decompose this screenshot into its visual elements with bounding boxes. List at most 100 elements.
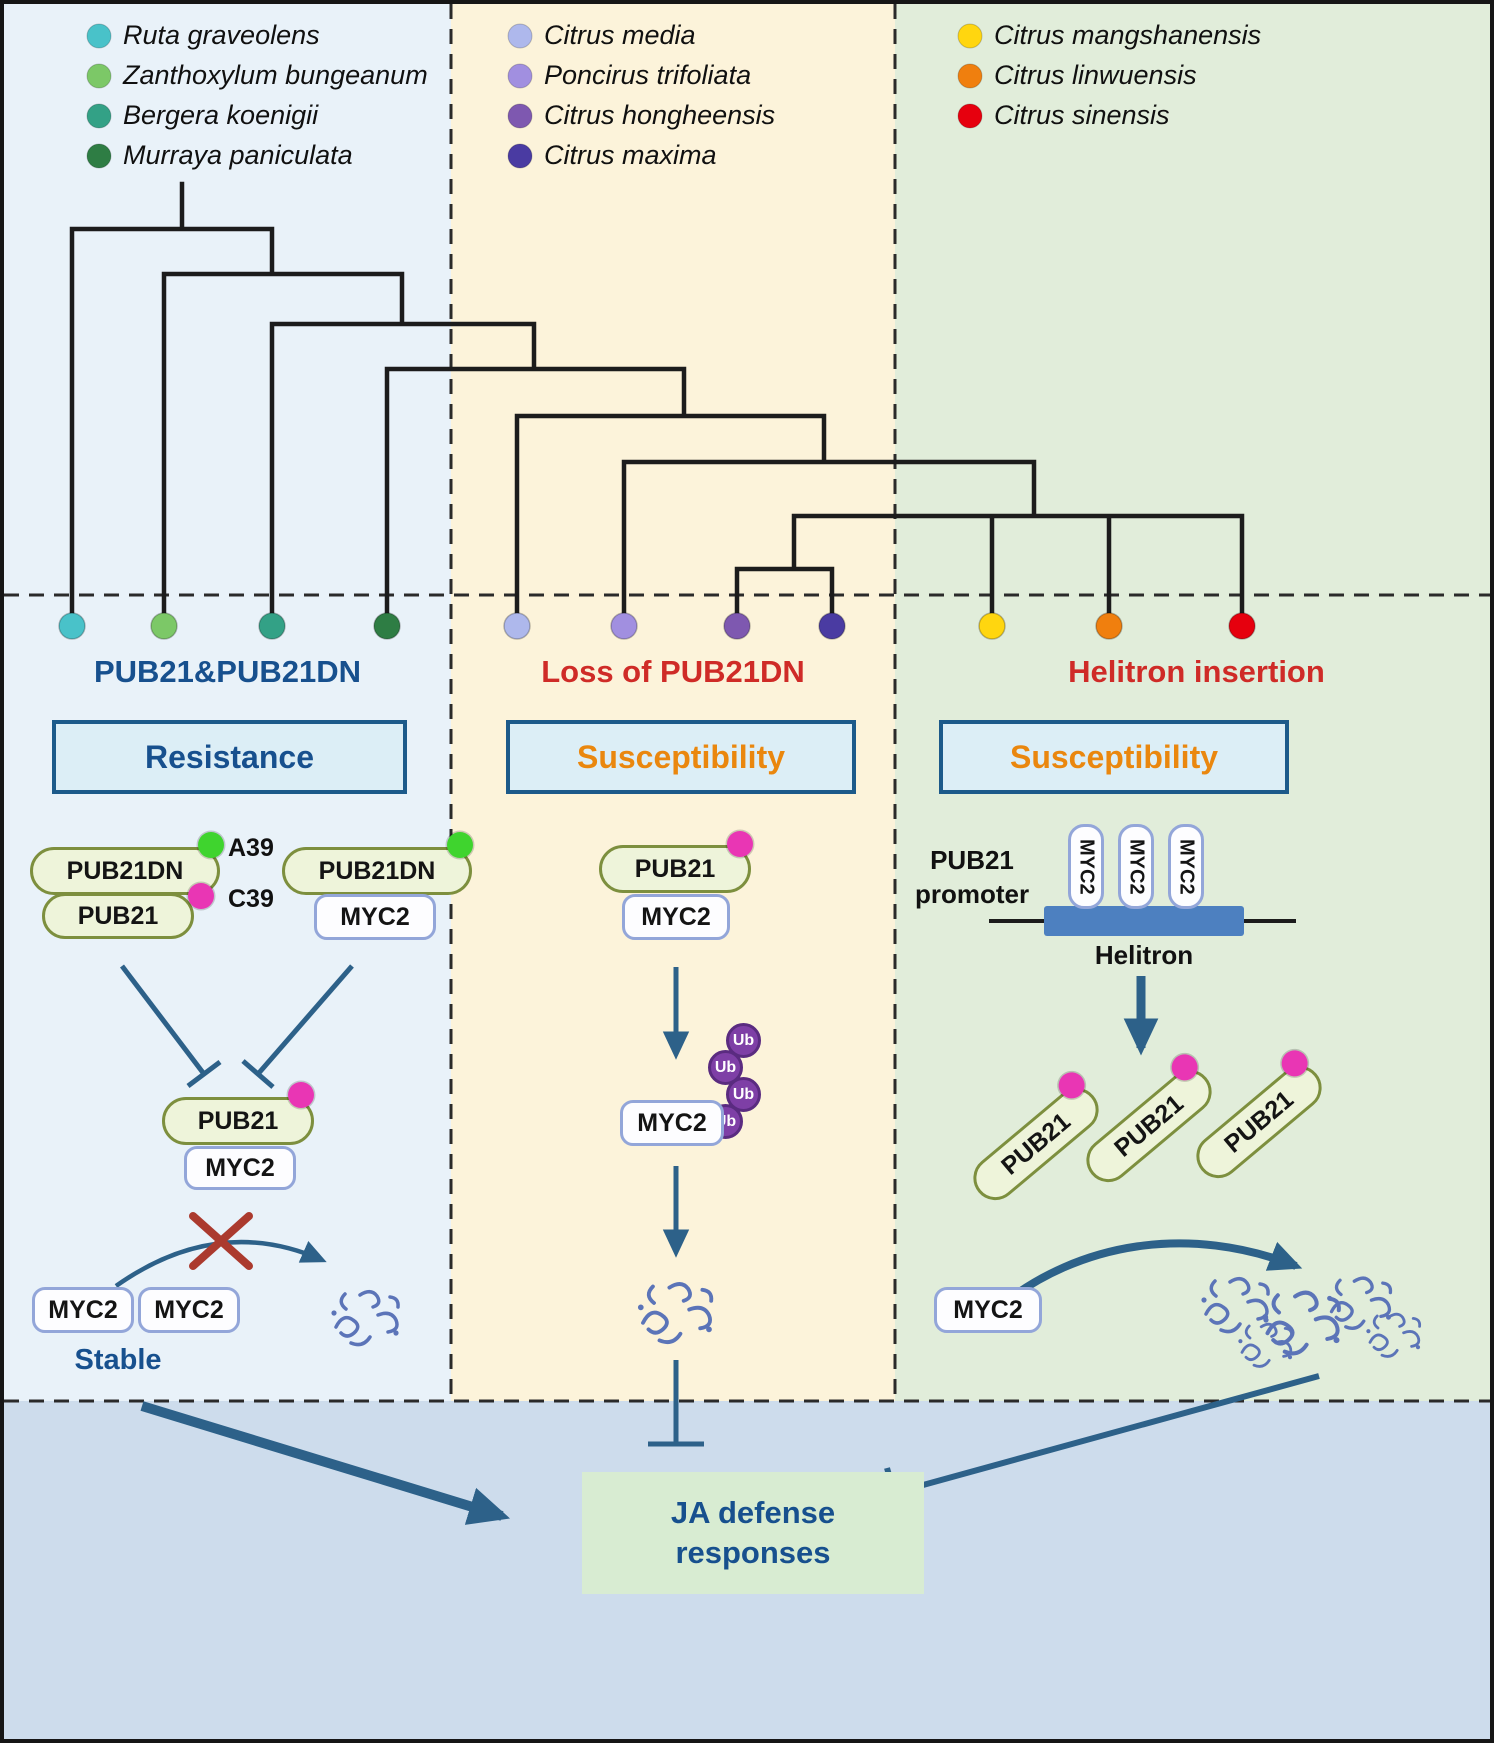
promoter-label-line1: PUB21 xyxy=(930,845,1014,875)
myc2-pill-stable-1: MYC2 xyxy=(32,1287,134,1333)
species-name: Citrus mangshanensis xyxy=(994,20,1262,50)
species-name: Citrus linwuensis xyxy=(994,60,1197,90)
leaf-dot-citrus-mangshanensis xyxy=(978,612,1006,640)
legend-item: Citrus linwuensis xyxy=(957,60,1261,91)
legend-item: Citrus sinensis xyxy=(957,100,1261,131)
red-x-icon xyxy=(189,1212,253,1270)
legend-item: Bergera koenigii xyxy=(86,100,428,131)
pub21-promoter-label: PUB21 promoter xyxy=(897,844,1047,912)
species-dot xyxy=(86,143,112,168)
inhibition-bar-left-2 xyxy=(241,1059,275,1089)
species-name: Murraya paniculata xyxy=(123,140,353,170)
leaf-dot-ruta-graveolens xyxy=(58,612,86,640)
species-dot xyxy=(507,103,533,128)
legend-item: Murraya paniculata xyxy=(86,140,428,171)
susceptibility-box-middle: Susceptibility xyxy=(506,720,856,794)
inhibition-line-left-2 xyxy=(256,964,354,1076)
arrow-stable-to-ja xyxy=(140,1401,510,1525)
species-name: Zanthoxylum bungeanum xyxy=(123,60,428,90)
legend-item: Citrus hongheensis xyxy=(507,100,775,131)
species-legend-middle: Citrus media Poncirus trifoliata Citrus … xyxy=(507,20,775,180)
myc2-pill-stable-2: MYC2 xyxy=(138,1287,240,1333)
figure-overlay xyxy=(4,4,1490,1525)
stable-label: Stable xyxy=(74,1344,162,1376)
leaf-dot-citrus-sinensis xyxy=(1228,612,1256,640)
species-dot xyxy=(86,23,112,48)
degraded-protein-middle xyxy=(636,1282,714,1345)
site-label-c39: C39 xyxy=(228,885,274,913)
leaf-dot-citrus-hongheensis xyxy=(723,612,751,640)
leaf-dot-citrus-linwuensis xyxy=(1095,612,1123,640)
leaf-dot-murraya-paniculata xyxy=(373,612,401,640)
blocked-degradation-arrow xyxy=(114,1239,327,1288)
species-dot xyxy=(957,63,983,88)
leaf-dot-poncirus-trifoliata xyxy=(610,612,638,640)
degraded-protein-cluster-right xyxy=(1199,1276,1422,1368)
species-dot xyxy=(957,23,983,48)
phylogenetic-tree xyxy=(69,181,1245,616)
legend-item: Ruta graveolens xyxy=(86,20,428,51)
inhibition-line-right-ja xyxy=(893,1373,1320,1496)
ubiquitin-circle-3: Ub xyxy=(726,1077,761,1112)
myc2-pill-ubiquitinated: MYC2 xyxy=(620,1100,724,1146)
myc2-pill-complex2: MYC2 xyxy=(314,894,436,940)
magenta-dot-central xyxy=(288,1082,314,1108)
species-legend-left: Ruta graveolens Zanthoxylum bungeanum Be… xyxy=(86,20,428,180)
ja-defense-line1: JA defense xyxy=(670,1494,836,1530)
tree-leaf-dots xyxy=(58,612,1256,640)
magenta-dot-c39 xyxy=(188,883,214,909)
legend-item: Zanthoxylum bungeanum xyxy=(86,60,428,91)
promoter-label-line2: promoter xyxy=(914,878,1030,909)
leaf-dot-bergera-koenigii xyxy=(258,612,286,640)
species-legend-right: Citrus mangshanensis Citrus linwuensis C… xyxy=(957,20,1261,140)
pub21-pill-middle: PUB21 xyxy=(599,845,751,893)
leaf-dot-citrus-media xyxy=(503,612,531,640)
legend-item: Citrus maxima xyxy=(507,140,775,171)
inhibition-line-left-1 xyxy=(120,964,206,1076)
myc2-pill-middle-top: MYC2 xyxy=(622,894,730,940)
ja-defense-line2: responses xyxy=(675,1535,831,1570)
species-name: Citrus hongheensis xyxy=(544,100,776,130)
species-name: Ruta graveolens xyxy=(123,20,320,50)
magenta-dot-middle xyxy=(727,831,753,857)
ja-defense-box: JA defense responses xyxy=(582,1472,924,1594)
green-dot-a39 xyxy=(198,832,224,858)
panel-title-left: PUB21&PUB21DN xyxy=(93,654,362,689)
species-dot xyxy=(86,103,112,128)
legend-item: Poncirus trifoliata xyxy=(507,60,775,91)
leaf-dot-zanthoxylum-bungeanum xyxy=(150,612,178,640)
panel-middle-background xyxy=(451,4,895,1401)
site-label-a39: A39 xyxy=(228,834,274,862)
species-name: Poncirus trifoliata xyxy=(544,60,752,90)
myc2-vertical-pill-1: MYC2 xyxy=(1068,824,1104,909)
arrow-myc2-degradation-right xyxy=(996,1239,1303,1311)
species-name: Citrus media xyxy=(544,20,696,50)
myc2-pill-central: MYC2 xyxy=(184,1146,296,1190)
myc2-pill-right: MYC2 xyxy=(934,1287,1042,1333)
susceptibility-box-right: Susceptibility xyxy=(939,720,1289,794)
species-name: Citrus maxima xyxy=(544,140,717,170)
myc2-vertical-pill-2: MYC2 xyxy=(1118,824,1154,909)
flow-arrows xyxy=(114,964,1320,1525)
green-dot-complex2 xyxy=(447,832,473,858)
species-name: Citrus sinensis xyxy=(994,100,1170,130)
legend-item: Citrus media xyxy=(507,20,775,51)
helitron-label: Helitron xyxy=(1094,940,1194,970)
species-dot xyxy=(507,143,533,168)
panel-title-right: Helitron insertion xyxy=(1068,654,1325,689)
species-dot xyxy=(507,63,533,88)
pub21-pill-complex1: PUB21 xyxy=(42,893,194,939)
species-dot xyxy=(86,63,112,88)
pub21-pill-central: PUB21 xyxy=(162,1097,314,1145)
species-dot xyxy=(957,103,983,128)
myc2-vertical-pill-3: MYC2 xyxy=(1168,824,1204,909)
species-name: Bergera koenigii xyxy=(123,100,319,130)
helitron-insertion-bar xyxy=(1044,906,1244,936)
resistance-box: Resistance xyxy=(52,720,407,794)
panel-divider-lines xyxy=(4,4,1490,1403)
leaf-dot-citrus-maxima xyxy=(818,612,846,640)
species-dot xyxy=(507,23,533,48)
degraded-protein-left xyxy=(329,1289,401,1347)
legend-item: Citrus mangshanensis xyxy=(957,20,1261,51)
